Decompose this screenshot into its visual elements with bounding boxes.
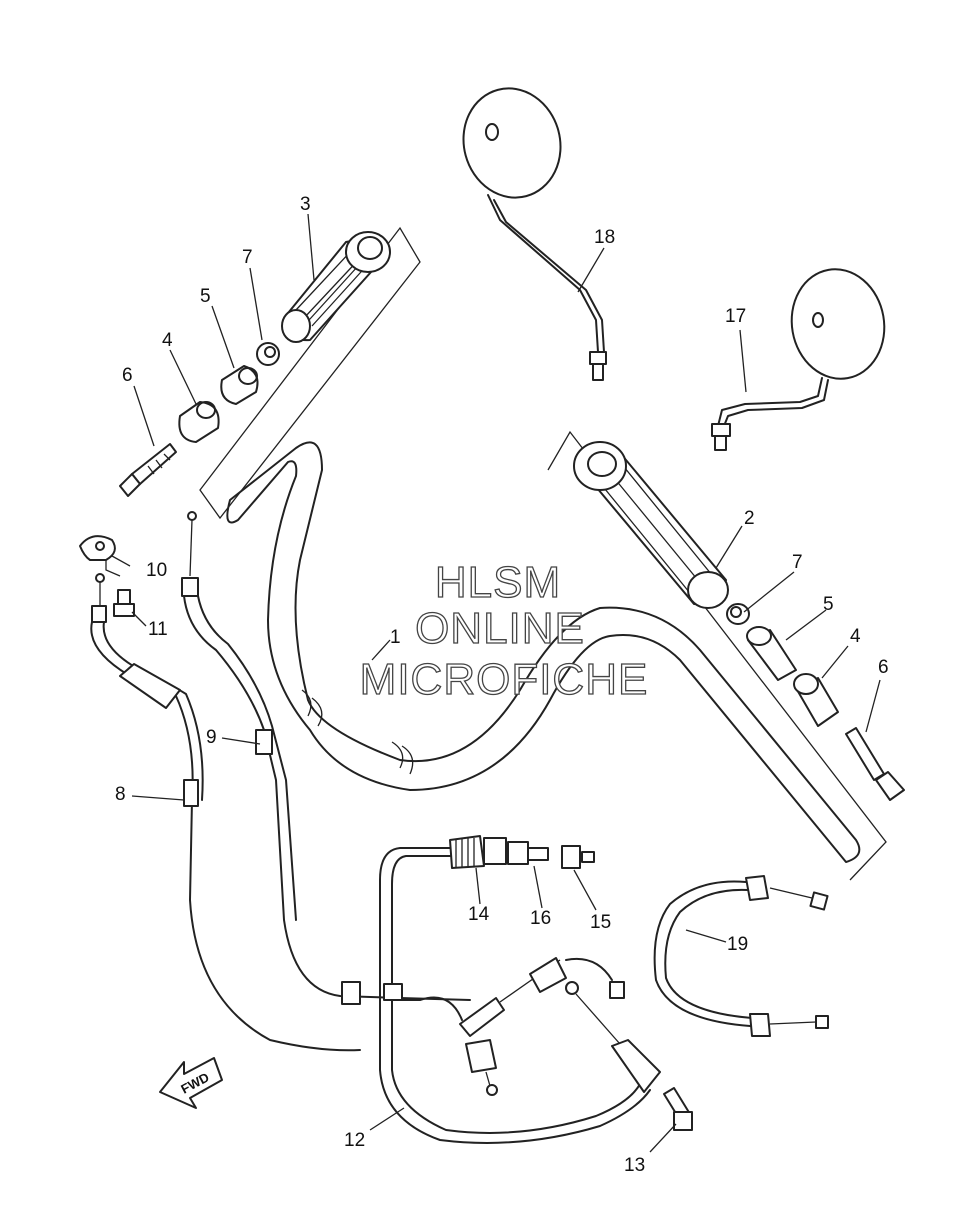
callout-12: 12 [344, 1130, 365, 1151]
callout-7-left: 7 [242, 247, 253, 268]
clutch-cable-12 [379, 835, 693, 1144]
watermark-line2: ONLINE [415, 604, 585, 653]
callout-17: 17 [725, 306, 746, 327]
throttle-cables [79, 511, 471, 1052]
leader-lines [111, 213, 881, 1153]
callout-14: 14 [468, 904, 490, 925]
callout-18: 18 [594, 227, 615, 248]
callout-16: 16 [530, 908, 551, 929]
callout-19: 19 [727, 934, 748, 955]
callout-4-left: 4 [162, 330, 173, 351]
cable-19 [653, 875, 829, 1037]
callout-13: 13 [624, 1155, 645, 1176]
callout-8: 8 [115, 784, 126, 805]
handlebar-1 [226, 441, 861, 863]
callout-4-right: 4 [850, 626, 861, 647]
callout-9: 9 [206, 727, 217, 748]
right-grip-box [547, 430, 905, 881]
callout-1: 1 [390, 627, 401, 648]
callout-labels: 1 2 3 4 4 5 5 6 6 7 7 8 9 10 11 12 13 14… [115, 194, 889, 1176]
callout-5-left: 5 [200, 286, 211, 307]
left-grip-box [119, 226, 421, 520]
callout-7-right: 7 [792, 552, 803, 573]
callout-6-right: 6 [878, 657, 889, 678]
watermark: HLSM ONLINE MICROFICHE [359, 557, 649, 704]
callout-3: 3 [300, 194, 311, 215]
callout-6-left: 6 [122, 365, 133, 386]
callout-10: 10 [146, 560, 167, 581]
watermark-line3: MICROFICHE [360, 655, 649, 704]
callout-15: 15 [590, 912, 611, 933]
callout-11: 11 [148, 619, 168, 640]
callout-2: 2 [744, 508, 755, 529]
mirror-17 [711, 268, 886, 451]
watermark-line1: HLSM [435, 558, 561, 607]
callout-5-right: 5 [823, 594, 834, 615]
mirror-18 [462, 87, 607, 381]
